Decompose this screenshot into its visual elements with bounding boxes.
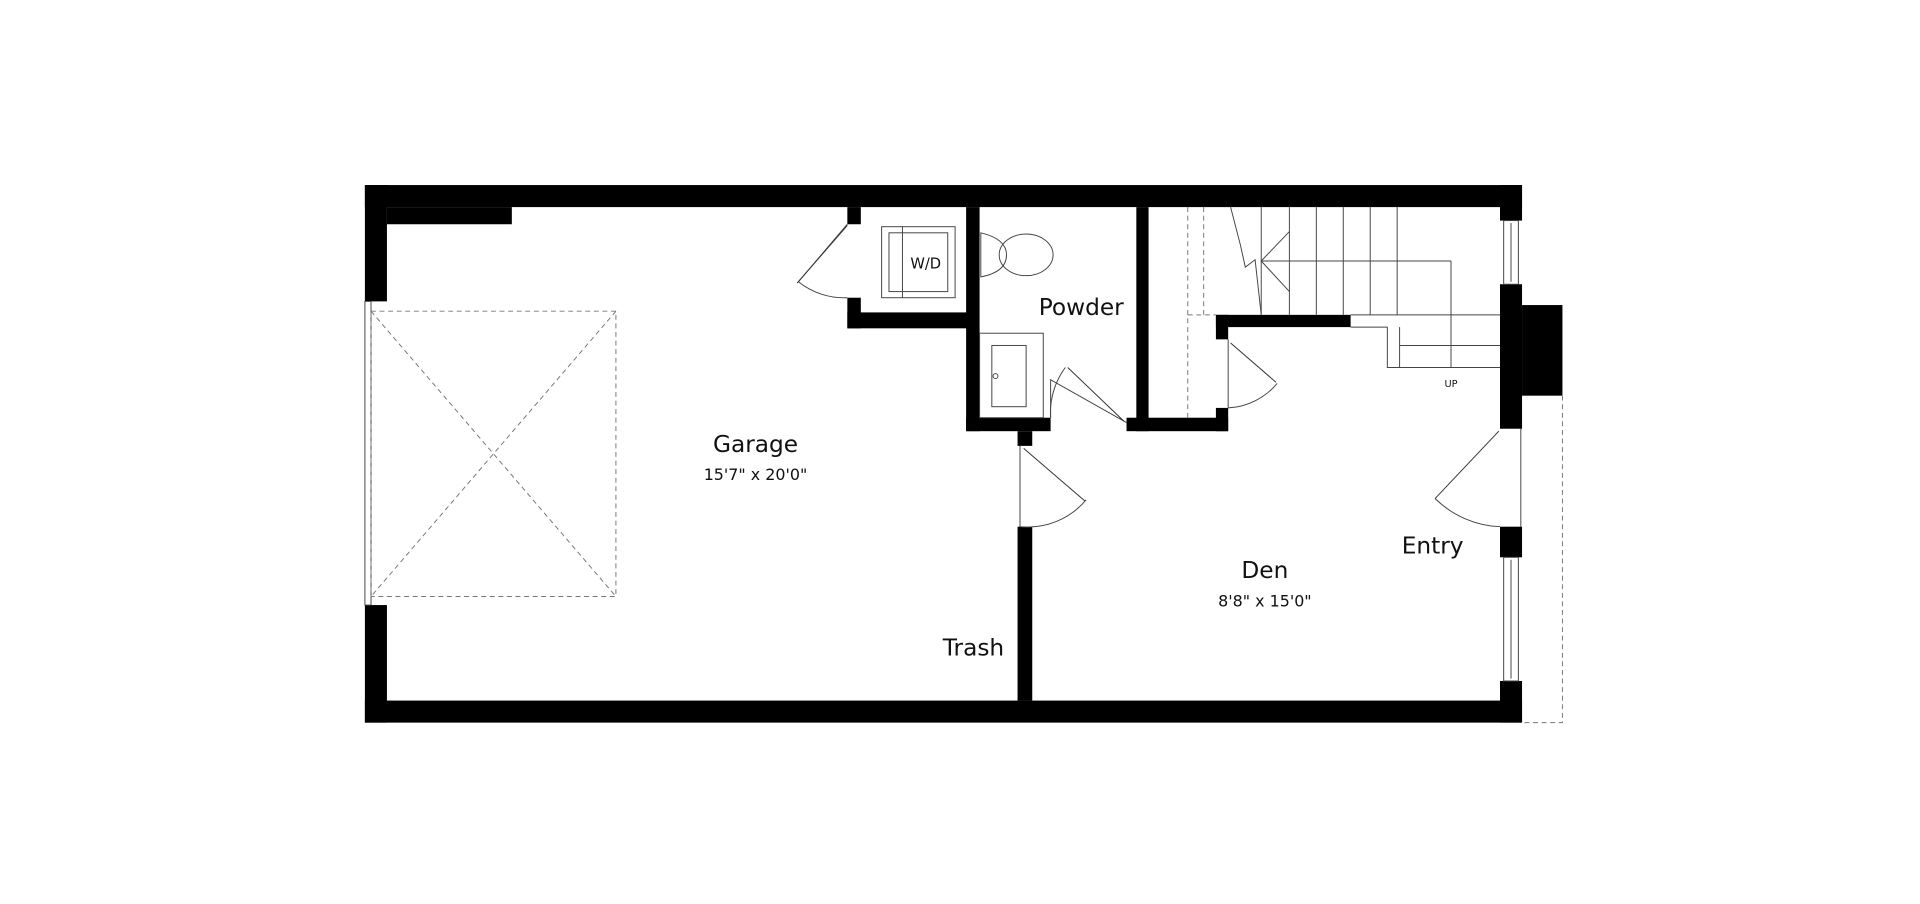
walls bbox=[364, 185, 1563, 723]
closet-door bbox=[796, 223, 848, 299]
washer-dryer-label: W/D bbox=[910, 255, 941, 272]
wall-right-mid bbox=[1500, 284, 1523, 429]
entry-door bbox=[1434, 428, 1522, 528]
powder-wall-left bbox=[966, 207, 980, 432]
den-label: Den bbox=[1241, 557, 1288, 584]
trash-wall bbox=[1017, 526, 1033, 701]
wall-right-top bbox=[1500, 185, 1523, 221]
powder-wall-bottom bbox=[966, 417, 1051, 432]
powder-label: Powder bbox=[1039, 294, 1124, 321]
window-upper bbox=[1503, 220, 1519, 285]
trash-door bbox=[1019, 445, 1087, 528]
trash-wall-stub bbox=[1017, 431, 1033, 446]
porch-outline bbox=[1522, 395, 1563, 724]
den-dimensions: 8'8" x 15'0" bbox=[1218, 591, 1312, 610]
wall-top bbox=[364, 185, 1523, 208]
wall-left-upper bbox=[364, 185, 387, 302]
wall-left-lower bbox=[364, 605, 387, 723]
garage-label: Garage bbox=[713, 431, 798, 458]
wall-right-pier bbox=[1500, 526, 1523, 558]
toilet-icon bbox=[980, 232, 1054, 278]
powder-wall-right bbox=[1136, 207, 1149, 432]
entry-label: Entry bbox=[1402, 533, 1464, 560]
garage-dimensions: 15'7" x 20'0" bbox=[704, 465, 808, 484]
garage-door bbox=[364, 300, 617, 606]
stairs-up-label: UP bbox=[1444, 379, 1457, 390]
wall-bottom bbox=[364, 700, 1523, 723]
stair-closet-door bbox=[1227, 339, 1278, 409]
washer-dryer bbox=[881, 226, 956, 299]
stair-closet-wall-bottom bbox=[1126, 417, 1229, 432]
wall-projection bbox=[1522, 305, 1563, 396]
stair-wall bbox=[1215, 314, 1351, 328]
closet-wall-top-stub bbox=[847, 207, 861, 225]
stairs bbox=[1187, 206, 1500, 418]
trash-label: Trash bbox=[942, 634, 1004, 661]
stair-wall-stub bbox=[1215, 314, 1229, 340]
stair-closet-stub bbox=[1215, 407, 1229, 432]
closet-wall-bottom bbox=[847, 312, 970, 329]
wall-topleft-block bbox=[386, 207, 512, 225]
wall-right-bottom bbox=[1500, 680, 1523, 723]
sink-icon bbox=[979, 332, 1044, 419]
window-lower bbox=[1503, 556, 1519, 682]
powder-door bbox=[1049, 367, 1127, 424]
